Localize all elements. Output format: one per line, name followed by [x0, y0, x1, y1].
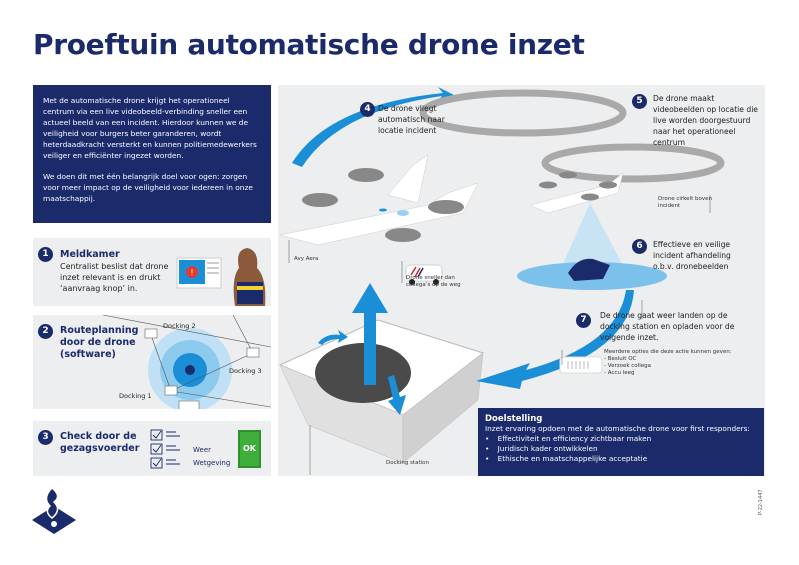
- step-number: 3: [38, 430, 53, 445]
- docking-3-label: Docking 3: [229, 367, 262, 375]
- docking-station-illustration: [278, 319, 485, 464]
- doelstelling-box: Doelstelling Inzet ervaring opdoen met d…: [478, 408, 764, 476]
- intro-paragraph-1: Met de automatische drone krijgt het ope…: [43, 96, 257, 160]
- police-car-icon: [405, 264, 443, 285]
- circling-drone: [529, 171, 624, 214]
- return-arrow: [476, 290, 634, 389]
- options-box: Meerdere opties die deze actie kunnen ge…: [604, 349, 732, 377]
- process-illustration: [278, 87, 725, 475]
- intro-paragraph-2: We doen dit met één belangrijk doel voor…: [43, 172, 253, 203]
- page-title: Proeftuin automatische drone inzet: [33, 28, 585, 61]
- landing-arrow: [388, 375, 406, 415]
- doel-title: Doelstelling: [485, 414, 543, 424]
- ok-badge: OK: [238, 430, 261, 468]
- dispatcher-illustration: !: [176, 248, 266, 306]
- step-6-text: Effectieve en veilige incident afhandeli…: [653, 240, 731, 271]
- police-logo: [32, 486, 76, 534]
- doel-intro: Inzet ervaring opdoen met de automatisch…: [485, 424, 750, 433]
- step-title: Check door de gezagsvoerder: [60, 431, 140, 454]
- doel-item: Effectiviteit en efficiency zichtbaar ma…: [485, 434, 757, 444]
- step-text: Centralist beslist dat drone inzet relev…: [60, 262, 169, 293]
- step-number: 1: [38, 247, 53, 262]
- step-5-text: De drone maakt videobeelden op locatie d…: [653, 94, 758, 147]
- check-weather: Weer: [193, 446, 212, 454]
- drone-model-label: Avy Aera: [294, 256, 319, 262]
- step-number: 6: [632, 239, 647, 254]
- doel-item: Ethische en maatschappelijke acceptatie: [485, 454, 757, 464]
- docking-1-label: Docking 1: [119, 392, 152, 400]
- flight-arrow: [292, 87, 454, 167]
- options-title: Meerdere opties die deze actie kunnen ge…: [604, 349, 732, 355]
- docking-station-label: Docking station: [386, 460, 429, 466]
- document-code: P-22-1447: [758, 489, 764, 515]
- drone-avy-aera: [279, 154, 479, 246]
- step-1-panel: 1 Meldkamer Centralist beslist dat drone…: [33, 238, 271, 306]
- checklist-icon: [150, 429, 180, 469]
- option-item: - Verzoek collega: [604, 363, 651, 369]
- step-4-text: De drone vliegt automatisch naar locatie…: [378, 104, 445, 135]
- step-number: 7: [576, 313, 591, 328]
- step-number: 4: [360, 102, 375, 117]
- faster-label: Drone sneller dan collega’s op de weg: [406, 275, 461, 288]
- check-legislation: Wetgeving: [193, 459, 231, 467]
- docking-2-label: Docking 2: [163, 322, 196, 330]
- takeoff-arrow: [352, 283, 388, 385]
- step-2-panel: 2 Routeplanning door de drone (software)…: [33, 315, 271, 409]
- circling-label: Drone cirkelt boven incident: [658, 196, 712, 209]
- intro-box: Met de automatische drone krijgt het ope…: [33, 85, 271, 223]
- doel-item: Juridisch kader ontwikkelen: [485, 444, 757, 454]
- step-title: Routeplanning door de drone (software): [60, 325, 139, 360]
- step-title: Meldkamer: [60, 249, 120, 260]
- battery-icon: [559, 356, 603, 374]
- step-number: 2: [38, 324, 53, 339]
- option-item: - Besluit OC: [604, 356, 637, 362]
- step-number: 5: [632, 94, 647, 109]
- svg-text:!: !: [190, 268, 193, 277]
- lid-arrow: [318, 330, 348, 345]
- option-item: - Accu leeg: [604, 370, 635, 376]
- step-7-text: De drone gaat weer landen op de docking …: [600, 311, 735, 342]
- step-3-panel: 3 Check door de gezagsvoerder Weer Wetge…: [33, 421, 271, 476]
- route-map: [102, 315, 271, 409]
